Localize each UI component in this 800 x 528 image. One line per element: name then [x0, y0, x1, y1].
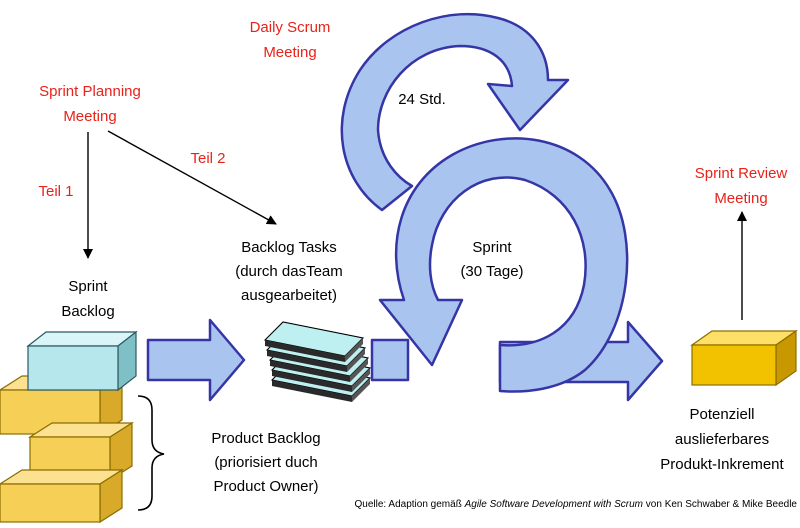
- sprint-line-2: (30 Tage): [460, 263, 523, 280]
- source-book-title: Agile Software Development with Scrum: [464, 499, 643, 510]
- increment-line-2: auslieferbares: [675, 431, 769, 448]
- part-1-label: Teil 1: [38, 183, 73, 200]
- source-citation: Quelle: Adaption gemäß Agile Software De…: [355, 499, 798, 510]
- sprint-planning-line-2: Meeting: [63, 108, 116, 125]
- backlog-to-tasks-arrow: [146, 318, 246, 402]
- sprint-review-line-2: Meeting: [714, 190, 767, 207]
- product-increment-box: [690, 329, 798, 387]
- sprint-label: Sprint (30 Tage): [460, 239, 523, 280]
- product-backlog-stack: [0, 374, 135, 524]
- daily-scrum-line-2: Meeting: [263, 44, 316, 61]
- sprint-backlog-box: [26, 330, 138, 392]
- source-suffix: von Ken Schwaber & Mike Beedle: [643, 499, 797, 510]
- backlog-tasks-label: Backlog Tasks (durch dasTeam ausgearbeit…: [235, 239, 343, 304]
- product-backlog-box: [27, 421, 135, 482]
- increment-line-3: Produkt-Inkrement: [660, 456, 784, 473]
- sprint-backlog-line-2: Backlog: [61, 303, 114, 320]
- daily-cycle-duration: 24 Std.: [398, 91, 446, 108]
- sprint-planning-meeting-label: Sprint Planning Meeting: [39, 83, 141, 125]
- product-backlog-box: [0, 468, 125, 524]
- part-2-label: Teil 2: [190, 150, 225, 167]
- product-backlog-label: Product Backlog (priorisiert duch Produc…: [211, 430, 320, 495]
- daily-scrum-line-1: Daily Scrum: [250, 19, 331, 36]
- sprint-planning-line-1: Sprint Planning: [39, 83, 141, 100]
- source-prefix: Quelle: Adaption gemäß: [355, 499, 465, 510]
- sprint-review-line-1: Sprint Review: [695, 165, 788, 182]
- planning-to-backlog-tasks-arrow: [107, 130, 277, 225]
- tasks-to-sprint-arrow: [370, 338, 410, 382]
- backlog-tasks-line-3: ausgearbeitet): [241, 287, 337, 304]
- product-backlog-line-1: Product Backlog: [211, 430, 320, 447]
- sprint-line-1: Sprint: [472, 239, 512, 256]
- product-backlog-line-2: (priorisiert duch: [214, 454, 317, 471]
- daily-scrum-loop: [340, 12, 570, 212]
- backlog-tasks-line-2: (durch dasTeam: [235, 263, 343, 280]
- daily-scrum-meeting-label: Daily Scrum Meeting: [250, 19, 331, 61]
- sprint-backlog-label: Sprint Backlog: [61, 278, 114, 320]
- increment-label: Potenziell auslieferbares Produkt-Inkrem…: [660, 406, 784, 473]
- backlog-task-cards: [263, 321, 372, 402]
- connector-arrows: [83, 130, 747, 320]
- product-backlog-brace: [137, 395, 165, 511]
- sprint-loop: [378, 137, 629, 393]
- backlog-tasks-line-1: Backlog Tasks: [241, 239, 337, 256]
- increment-line-1: Potenziell: [689, 406, 754, 423]
- sprint-backlog-line-1: Sprint: [68, 278, 108, 295]
- sprint-review-meeting-label: Sprint Review Meeting: [695, 165, 788, 207]
- product-backlog-line-3: Product Owner): [213, 478, 318, 495]
